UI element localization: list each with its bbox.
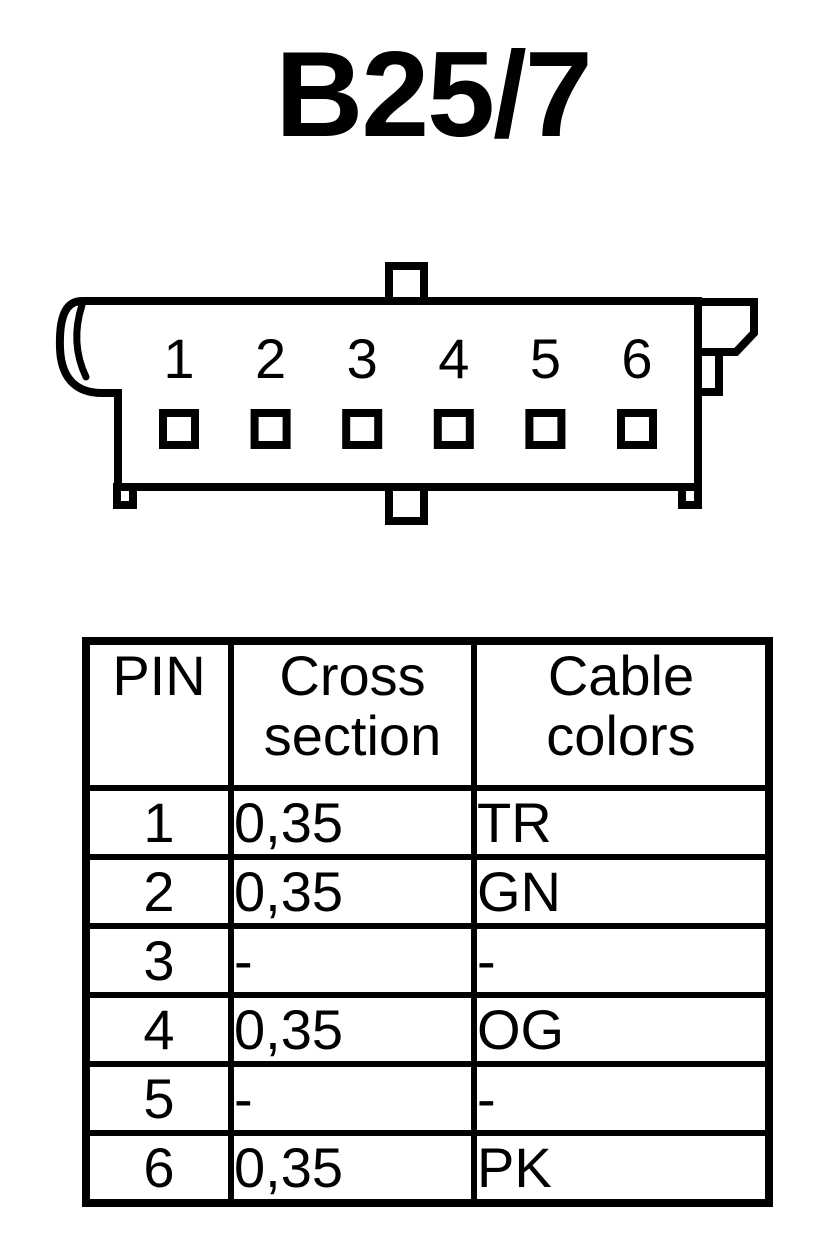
cable-color-cell: TR — [471, 785, 772, 860]
pin-cavity-1 — [159, 409, 199, 449]
pin-number-4: 4 — [438, 327, 469, 390]
pin-number-6: 6 — [621, 327, 652, 390]
table-row: 2 0,35 GN — [83, 854, 772, 929]
connector-title: B25/7 — [275, 26, 593, 162]
header-cable-line2: colors — [546, 704, 696, 767]
pin-number-3: 3 — [347, 327, 378, 390]
pin-cell: 6 — [83, 1130, 234, 1206]
table-row: 6 0,35 PK — [83, 1130, 772, 1206]
pin-cell: 1 — [83, 785, 234, 860]
cable-color-cell: - — [471, 923, 772, 998]
pin-cavity-2 — [250, 409, 291, 449]
pin-cavity-3 — [342, 409, 383, 449]
header-pin: PIN — [83, 638, 234, 791]
table-row: 3 - - — [83, 923, 772, 998]
pin-number-2: 2 — [255, 327, 286, 390]
pin-cell: 3 — [83, 923, 234, 998]
cross-section-cell: 0,35 — [228, 854, 477, 929]
top-latch-tab — [385, 262, 428, 305]
header-cable-line1: Cable — [547, 644, 695, 707]
pin-cavity-4 — [433, 409, 474, 449]
bottom-tab — [385, 483, 428, 525]
pin-cavity-6 — [617, 409, 657, 449]
right-notch — [694, 348, 723, 396]
header-pin-label: PIN — [112, 644, 206, 707]
connector-diagram: 1 2 3 4 5 6 — [55, 262, 758, 525]
cable-color-cell: OG — [471, 992, 772, 1067]
header-cross-section: Cross section — [228, 638, 477, 791]
cable-color-cell: PK — [471, 1130, 772, 1206]
pin-cell: 2 — [83, 854, 234, 929]
right-foot — [678, 483, 702, 509]
cable-color-cell: - — [471, 1061, 772, 1136]
table-row: 4 0,35 OG — [83, 992, 772, 1067]
connector-body — [55, 297, 702, 491]
cable-color-cell: GN — [471, 854, 772, 929]
pin-table: PIN Cross section Cable colors 1 0,35 TR… — [82, 637, 773, 1207]
table-header-row: PIN Cross section Cable colors — [83, 638, 772, 791]
pin-number-1: 1 — [163, 327, 194, 390]
cross-section-cell: - — [228, 1061, 477, 1136]
cross-section-cell: 0,35 — [228, 1130, 477, 1206]
table-row: 5 - - — [83, 1061, 772, 1136]
header-cross-line2: section — [263, 704, 442, 767]
header-cross-line1: Cross — [279, 644, 426, 707]
pin-cell: 4 — [83, 992, 234, 1067]
cross-section-cell: 0,35 — [228, 992, 477, 1067]
header-cable-colors: Cable colors — [471, 638, 772, 791]
right-tab — [694, 298, 758, 356]
pin-number-5: 5 — [530, 327, 561, 390]
left-bumper-inner-edge — [73, 301, 90, 381]
left-foot — [113, 483, 137, 509]
pin-cell: 5 — [83, 1061, 234, 1136]
pin-cavity-5 — [525, 409, 566, 449]
cross-section-cell: 0,35 — [228, 785, 477, 860]
cross-section-cell: - — [228, 923, 477, 998]
table-row: 1 0,35 TR — [83, 785, 772, 860]
